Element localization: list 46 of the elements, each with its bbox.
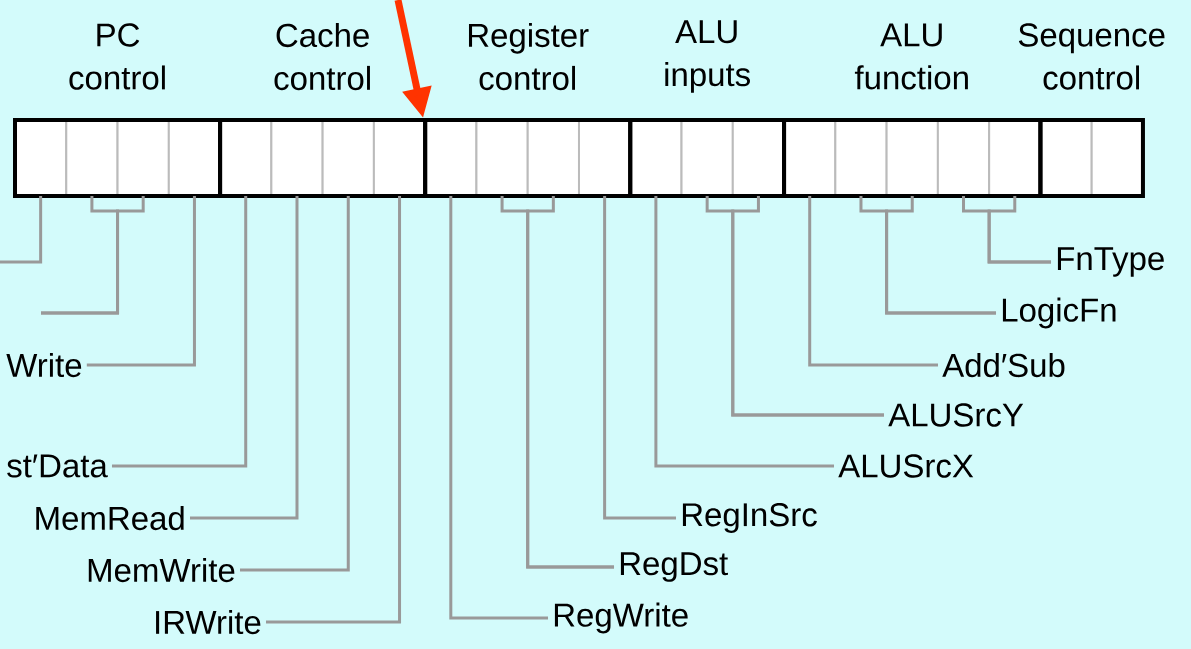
signal-label: RegInSrc [682,503,817,533]
field-heading: PC control [69,23,165,90]
signal-label: MemRead [36,505,184,531]
leader-line [266,196,402,624]
bit-cell [680,119,734,197]
bit-cell [885,119,939,197]
bit-cell [1090,119,1144,197]
signal-label: ALUSrcX [838,454,974,478]
bit-cell [65,119,119,197]
leader-line [240,196,350,572]
signal-label: IRWrite [156,609,261,635]
signal-label: LogicFn [1002,297,1116,329]
leader-line [808,196,938,367]
field-heading: Register control [469,22,589,91]
bit-cell [936,119,991,197]
signal-label: Add′Sub [942,352,1065,378]
signal-label: ALUSrcY [888,403,1024,427]
bit-cell [475,119,529,197]
field-heading: ALU function [854,23,968,90]
bit-cell [270,119,324,197]
leader-line [0,196,43,264]
leader-line [987,196,1051,264]
signal-label: st′Data [7,454,108,478]
signal-label: FnType [1057,247,1164,277]
bit-cell [629,119,683,197]
leader-line [654,196,834,468]
leader-line [111,196,248,468]
signal-label: MemWrite [88,557,235,583]
leader-line [526,196,614,569]
leader-line [885,196,996,315]
leader-line [86,196,196,367]
bit-cell [526,119,580,197]
leader-line [449,196,548,620]
signal-label: RegDst [620,552,728,582]
bit-cell [321,119,375,197]
bit-cell [1039,119,1093,197]
leader-line [190,196,299,520]
leader-line [41,196,145,315]
bit-cell [834,119,888,197]
leader-line [603,196,676,520]
signal-label: RegWrite [554,602,688,634]
signal-label: Write [6,352,82,378]
field-heading: Cache control [274,22,370,91]
bit-cell [116,119,170,197]
field-heading: Sequence control [1018,23,1165,90]
field-heading: ALU inputs [665,20,750,93]
